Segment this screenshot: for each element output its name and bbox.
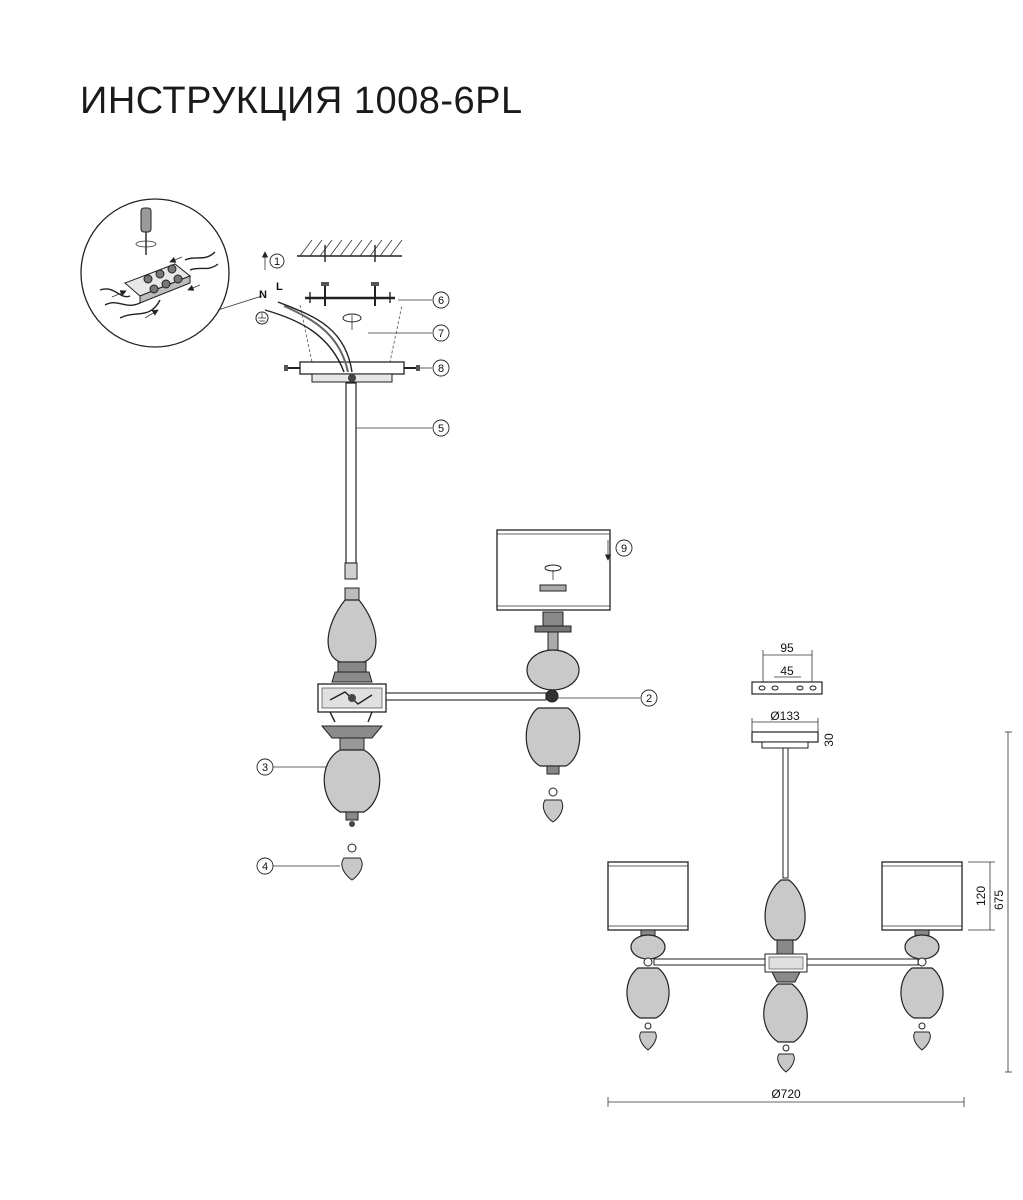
callout-5: 5	[356, 419, 450, 437]
screw-icon	[371, 282, 379, 306]
center-upper-glass	[327, 587, 377, 683]
screw-icon	[321, 282, 329, 306]
svg-text:Ø133: Ø133	[770, 709, 800, 723]
terminal-block-detail	[80, 198, 263, 348]
svg-text:120: 120	[974, 886, 988, 906]
arm	[385, 689, 559, 703]
svg-text:3: 3	[262, 762, 268, 774]
callout-9: 9	[604, 539, 633, 561]
total-height-dimension: 675	[992, 731, 1012, 1073]
svg-text:4: 4	[262, 861, 268, 873]
bracket-dimensions: 95 45	[751, 641, 823, 695]
callout-4: 4	[256, 857, 340, 875]
callout-1: 1	[261, 251, 285, 270]
ground-icon	[255, 311, 269, 325]
canopy-dimensions: Ø133 30	[751, 709, 836, 749]
svg-text:Ø720: Ø720	[771, 1087, 801, 1101]
callout-3: 3	[256, 758, 326, 776]
callout-8: 8	[420, 359, 450, 377]
mounting-bracket	[305, 282, 395, 306]
neutral-wire-label: N	[259, 289, 267, 301]
svg-text:7: 7	[438, 328, 444, 340]
callout-7: 7	[368, 324, 450, 342]
page-title: ИНСТРУКЦИЯ 1008-6PL	[80, 80, 523, 122]
suspension-rod	[344, 382, 358, 580]
svg-text:5: 5	[438, 423, 444, 435]
side-screws	[284, 365, 420, 371]
chandelier-front-view	[607, 747, 963, 1073]
svg-text:1: 1	[274, 256, 280, 268]
live-wire-label: L	[276, 281, 283, 293]
svg-text:6: 6	[438, 295, 444, 307]
screwdriver-icon	[135, 207, 157, 255]
ceiling-hatch	[297, 239, 403, 262]
canopy	[264, 301, 405, 383]
svg-text:8: 8	[438, 363, 444, 375]
svg-text:95: 95	[780, 641, 794, 655]
callout-2: 2	[558, 689, 658, 707]
callout-6: 6	[398, 291, 450, 309]
svg-text:9: 9	[621, 543, 627, 555]
svg-text:45: 45	[780, 664, 794, 678]
shade-height-dimension: 120	[968, 861, 995, 931]
svg-text:675: 675	[992, 890, 1006, 910]
svg-text:30: 30	[822, 733, 836, 747]
crystal-pendant	[341, 843, 363, 881]
center-lower-glass	[320, 725, 384, 827]
svg-text:2: 2	[646, 693, 652, 705]
total-diameter-dimension: Ø720	[607, 1087, 965, 1107]
side-lamp	[496, 529, 611, 823]
center-hub	[317, 683, 387, 723]
terminal-block-icon	[124, 263, 191, 304]
